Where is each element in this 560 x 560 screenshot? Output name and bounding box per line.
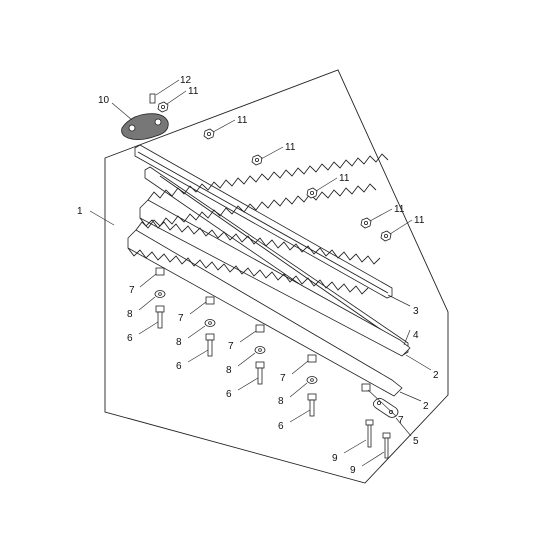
callout-11-f: 11 xyxy=(414,215,425,226)
lower-blade xyxy=(127,183,403,397)
callout-2-a: 2 xyxy=(433,370,439,381)
washer-8-c xyxy=(254,346,266,354)
guide-bar xyxy=(134,144,393,299)
callout-4: 4 xyxy=(413,330,419,341)
callout-11-c: 11 xyxy=(285,142,296,153)
callout-3: 3 xyxy=(413,306,419,317)
callout-8-c: 8 xyxy=(226,365,232,376)
callout-8-a: 8 xyxy=(127,309,133,320)
callout-11-e: 11 xyxy=(394,204,405,215)
callout-8-d: 8 xyxy=(278,396,284,407)
bolt-6-d xyxy=(307,393,317,417)
callout-12: 12 xyxy=(180,75,192,86)
callout-9-a: 9 xyxy=(332,453,338,464)
assembly-frame xyxy=(104,69,449,484)
nut-11-b xyxy=(203,128,215,140)
callout-2-b: 2 xyxy=(423,401,429,412)
collar-7-c xyxy=(255,324,265,333)
screw-9-a xyxy=(365,419,374,448)
callout-6-c: 6 xyxy=(226,389,232,400)
gear-case-cover xyxy=(121,113,169,140)
bolt-6-c xyxy=(255,361,265,385)
callout-8-b: 8 xyxy=(176,337,182,348)
collar-7-b xyxy=(205,296,215,305)
callout-7-c: 7 xyxy=(228,341,234,352)
nut-11-c xyxy=(251,154,263,166)
upper-blade xyxy=(139,153,411,357)
nut-11-d xyxy=(306,187,318,199)
collar-7-a xyxy=(155,267,165,276)
clamp-plate xyxy=(372,398,399,418)
collar-7-e xyxy=(361,383,371,392)
callout-10: 10 xyxy=(98,95,110,106)
washer-8-d xyxy=(306,376,318,384)
callout-6-b: 6 xyxy=(176,361,182,372)
callout-1: 1 xyxy=(77,206,83,217)
callout-7-e: 7 xyxy=(398,415,404,426)
callout-7-d: 7 xyxy=(280,373,286,384)
callout-11-a: 11 xyxy=(188,86,199,97)
callout-9-b: 9 xyxy=(350,465,356,476)
small-bolt xyxy=(149,93,156,104)
nut-11-a xyxy=(157,101,169,113)
nut-11-e xyxy=(360,217,372,229)
collar-7-d xyxy=(307,354,317,363)
callout-6-d: 6 xyxy=(278,421,284,432)
washer-8-a xyxy=(154,290,166,298)
screw-9-b xyxy=(382,432,391,459)
callout-11-d: 11 xyxy=(339,173,350,184)
bolt-6-b xyxy=(205,333,215,357)
nut-11-f xyxy=(380,230,392,242)
callout-11-b: 11 xyxy=(237,115,248,126)
callout-5: 5 xyxy=(413,436,419,447)
callout-7-b: 7 xyxy=(178,313,184,324)
callout-7-a: 7 xyxy=(129,285,135,296)
callout-6-a: 6 xyxy=(127,333,133,344)
washer-8-b xyxy=(204,319,216,327)
bolt-6-a xyxy=(155,305,165,329)
